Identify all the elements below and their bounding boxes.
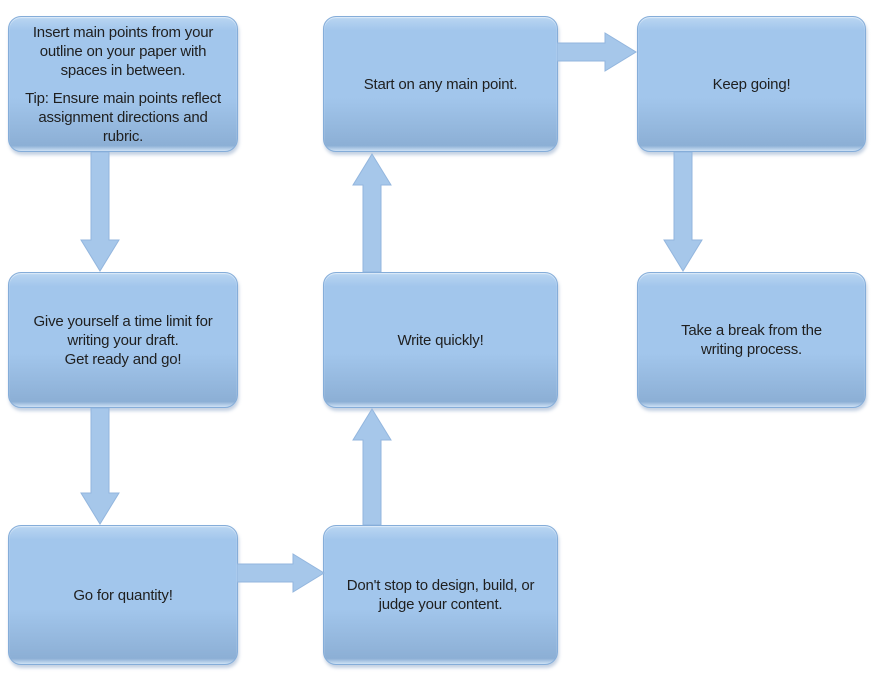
node-take-a-break: Take a break from the writing process. xyxy=(637,272,866,408)
arrow-up-dont-stop-to-write-quickly-icon xyxy=(352,408,392,525)
node-keep-going: Keep going! xyxy=(637,16,866,152)
node-insert-main-points: Insert main points from your outline on … xyxy=(8,16,238,152)
node-text: Insert main points from your outline on … xyxy=(32,23,214,79)
arrow-right-start-to-keep-going-icon xyxy=(557,32,637,72)
node-text: Get ready and go! xyxy=(64,350,182,368)
arrow-up-write-quickly-to-start-icon xyxy=(352,153,392,272)
node-start-any-main-point: Start on any main point. xyxy=(323,16,558,152)
node-text: Go for quantity! xyxy=(73,586,173,604)
node-dont-stop: Don't stop to design, build, or judge yo… xyxy=(323,525,558,665)
arrow-down-keep-going-to-break-icon xyxy=(663,152,703,272)
node-text: Tip: Ensure main points reflect assignme… xyxy=(25,89,221,145)
arrow-down-time-limit-to-quantity-icon xyxy=(80,408,120,525)
node-text: Don't stop to design, build, or judge yo… xyxy=(346,577,535,613)
node-text: Start on any main point. xyxy=(363,75,518,93)
node-write-quickly: Write quickly! xyxy=(323,272,558,408)
node-text: Write quickly! xyxy=(397,331,484,349)
arrow-right-quantity-to-dont-stop-icon xyxy=(237,553,325,593)
node-text: Give yourself a time limit for writing y… xyxy=(33,312,213,349)
arrow-down-insert-to-time-limit-icon xyxy=(80,152,120,272)
node-text: Take a break from the writing process. xyxy=(681,322,822,358)
node-time-limit: Give yourself a time limit for writing y… xyxy=(8,272,238,408)
node-text: Keep going! xyxy=(712,75,791,93)
node-go-for-quantity: Go for quantity! xyxy=(8,525,238,665)
